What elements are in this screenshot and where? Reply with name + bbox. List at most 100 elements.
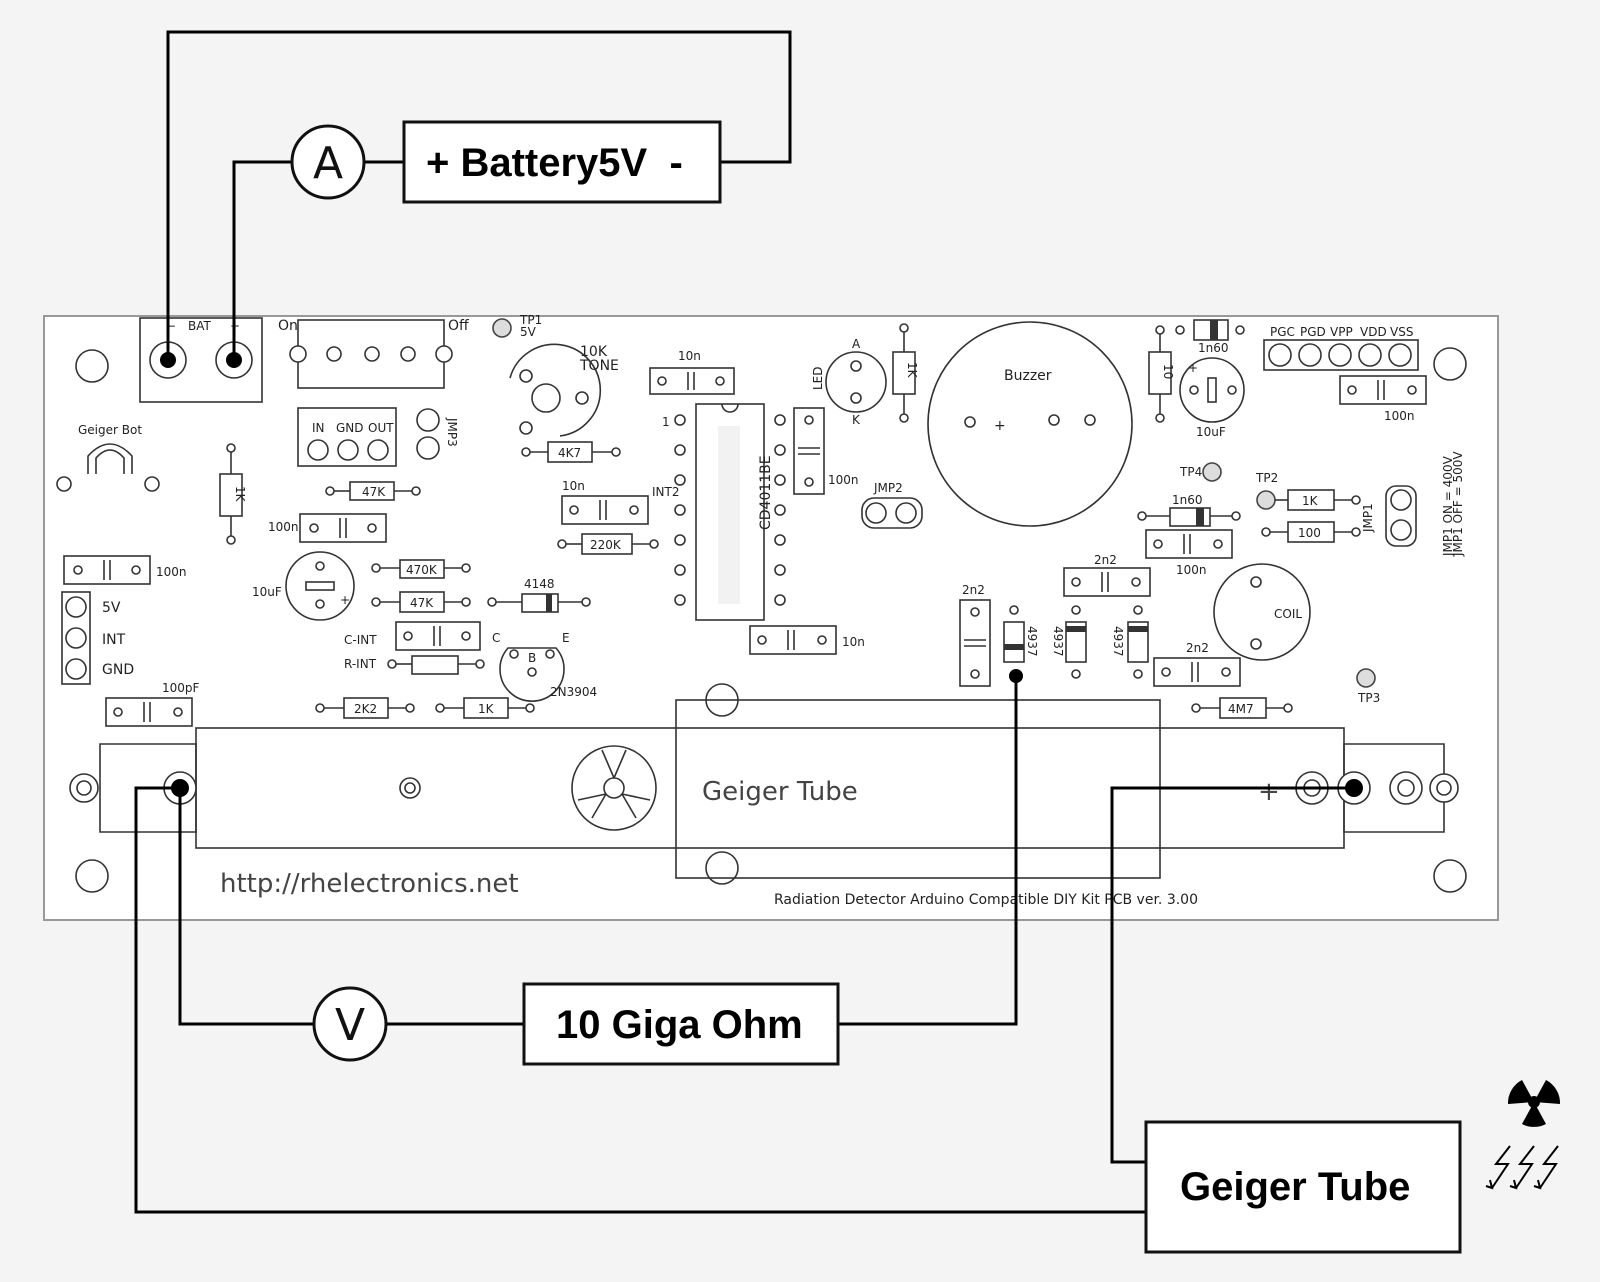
- prog-pin-label: VPP: [1330, 325, 1353, 339]
- jmp3: JMP3: [416, 408, 459, 460]
- switch-off-label: Off: [448, 318, 469, 334]
- tube-silk-label: Geiger Tube: [702, 777, 858, 807]
- prog-pin-label: VSS: [1390, 325, 1413, 339]
- svg-text:K: K: [852, 413, 861, 427]
- pcb-footer: Radiation Detector Arduino Compatible DI…: [774, 892, 1198, 908]
- r-47k-a: 47K: [325, 481, 421, 501]
- c-100n-mid: 100n: [1145, 529, 1233, 577]
- c-100n-ic: 100n: [793, 407, 859, 495]
- r-220k: 220K: [557, 533, 659, 555]
- tone-label: TONE: [579, 358, 619, 374]
- r-1k-b: 1K: [435, 697, 535, 719]
- r-47k-b: 47K: [371, 591, 471, 613]
- svg-text:A: A: [852, 337, 861, 351]
- wire-tube-return: [134, 786, 1146, 1214]
- svg-text:10uF: 10uF: [252, 585, 282, 599]
- svg-text:100n: 100n: [156, 565, 187, 579]
- ic-pin: [674, 564, 686, 576]
- prog-pin: [1358, 343, 1382, 367]
- geiger-bot-connector: Geiger Bot: [56, 423, 160, 492]
- ic-pin: [774, 444, 786, 456]
- svg-text:220K: 220K: [590, 538, 622, 552]
- svg-text:2N3904: 2N3904: [550, 685, 597, 699]
- output-header: IN GND OUT: [297, 407, 397, 467]
- svg-text:1n60: 1n60: [1172, 493, 1203, 507]
- svg-text:4K7: 4K7: [558, 446, 581, 460]
- c-100n-a: 100n: [268, 513, 387, 543]
- r-4m7: 4M7: [1191, 697, 1293, 719]
- svg-text:100n: 100n: [1176, 563, 1207, 577]
- r-1k-led: 1K: [892, 323, 919, 423]
- jmp3-label: JMP3: [445, 417, 459, 447]
- radiation-icon: [571, 745, 657, 831]
- svg-text:47K: 47K: [362, 485, 386, 499]
- svg-text:B: B: [528, 651, 536, 665]
- svg-text:E: E: [562, 631, 570, 645]
- led: A LED K: [811, 337, 887, 427]
- c-2n2-c: 2n2: [1153, 641, 1241, 687]
- prog-pin: [1328, 343, 1352, 367]
- d-4148: 4148: [487, 577, 591, 613]
- d-4937-b: 4937: [1051, 605, 1087, 679]
- svg-text:470K: 470K: [406, 563, 438, 577]
- tp1-label: TP1: [519, 313, 542, 327]
- svg-text:100: 100: [1298, 526, 1321, 540]
- d-1n60-top: 1n60: [1175, 319, 1245, 355]
- svg-text:C-INT: C-INT: [344, 633, 377, 647]
- d-1n60-mid: 1n60: [1137, 493, 1241, 527]
- svg-text:JMP1: JMP1: [1361, 503, 1375, 533]
- high-resistor: 10 Giga Ohm: [522, 982, 840, 1066]
- svg-text:Buzzer: Buzzer: [1004, 368, 1052, 384]
- website-url: http://rhelectronics.net: [220, 869, 519, 899]
- c-10uf-left: 10uF +: [252, 551, 355, 621]
- prog-pin: [1388, 343, 1412, 367]
- coil: COIL: [1213, 563, 1311, 661]
- jmp2: JMP2: [861, 481, 923, 529]
- buzzer: Buzzer +: [927, 321, 1133, 527]
- geiger-tube-box: Geiger Tube: [1144, 1120, 1462, 1254]
- svg-text:−: −: [166, 319, 176, 333]
- resistor-label: 10 Giga Ohm: [556, 1003, 803, 1047]
- c-2n2-a: 2n2: [959, 583, 991, 687]
- power-pins: 5V INT GND: [61, 591, 134, 685]
- battery-connector: BAT −+: [139, 317, 263, 403]
- wiring: [134, 30, 1354, 1214]
- svg-text:4148: 4148: [524, 577, 555, 591]
- ammeter-symbol: A: [313, 138, 343, 189]
- ic-pin: [774, 594, 786, 606]
- tp1-sub: 5V: [520, 325, 537, 339]
- wire-ammeter-to-bat-plus: [232, 160, 292, 360]
- switch-on-label: On: [278, 318, 298, 334]
- ic-pin: [674, 534, 686, 546]
- ic-pin: [774, 534, 786, 546]
- svg-text:JMP2: JMP2: [873, 481, 903, 495]
- svg-text:1K: 1K: [905, 362, 919, 379]
- r-int: R-INT: [344, 655, 485, 675]
- tube-plus: +: [1258, 777, 1280, 807]
- ammeter: A: [290, 124, 366, 200]
- c-10n-top: 10n: [649, 349, 735, 395]
- svg-text:4937: 4937: [1025, 626, 1039, 657]
- ic-pin: [674, 474, 686, 486]
- c-100pf: 100pF: [105, 681, 200, 727]
- c-10n-int2: 10n INT2: [561, 479, 679, 525]
- c-2n2-b: 2n2: [1063, 553, 1151, 597]
- tp1-pad: [492, 318, 512, 338]
- svg-text:1K: 1K: [478, 702, 495, 716]
- svg-text:1: 1: [662, 415, 670, 429]
- svg-text:4937: 4937: [1111, 626, 1125, 657]
- svg-text:10n: 10n: [562, 479, 585, 493]
- svg-text:1K: 1K: [1302, 494, 1319, 508]
- power-switch: On Off: [278, 318, 469, 389]
- voltmeter: V: [312, 986, 388, 1062]
- pin-5v: 5V: [102, 600, 121, 616]
- prog-pin-label: VDD: [1360, 325, 1387, 339]
- svg-text:LED: LED: [811, 366, 825, 390]
- svg-text:TP4: TP4: [1179, 465, 1202, 479]
- pcb-board: BAT −+ On Off TP1 5V 10K TONE Geig: [43, 313, 1499, 921]
- svg-text:INT2: INT2: [652, 485, 679, 499]
- r-100: 100: [1261, 521, 1361, 543]
